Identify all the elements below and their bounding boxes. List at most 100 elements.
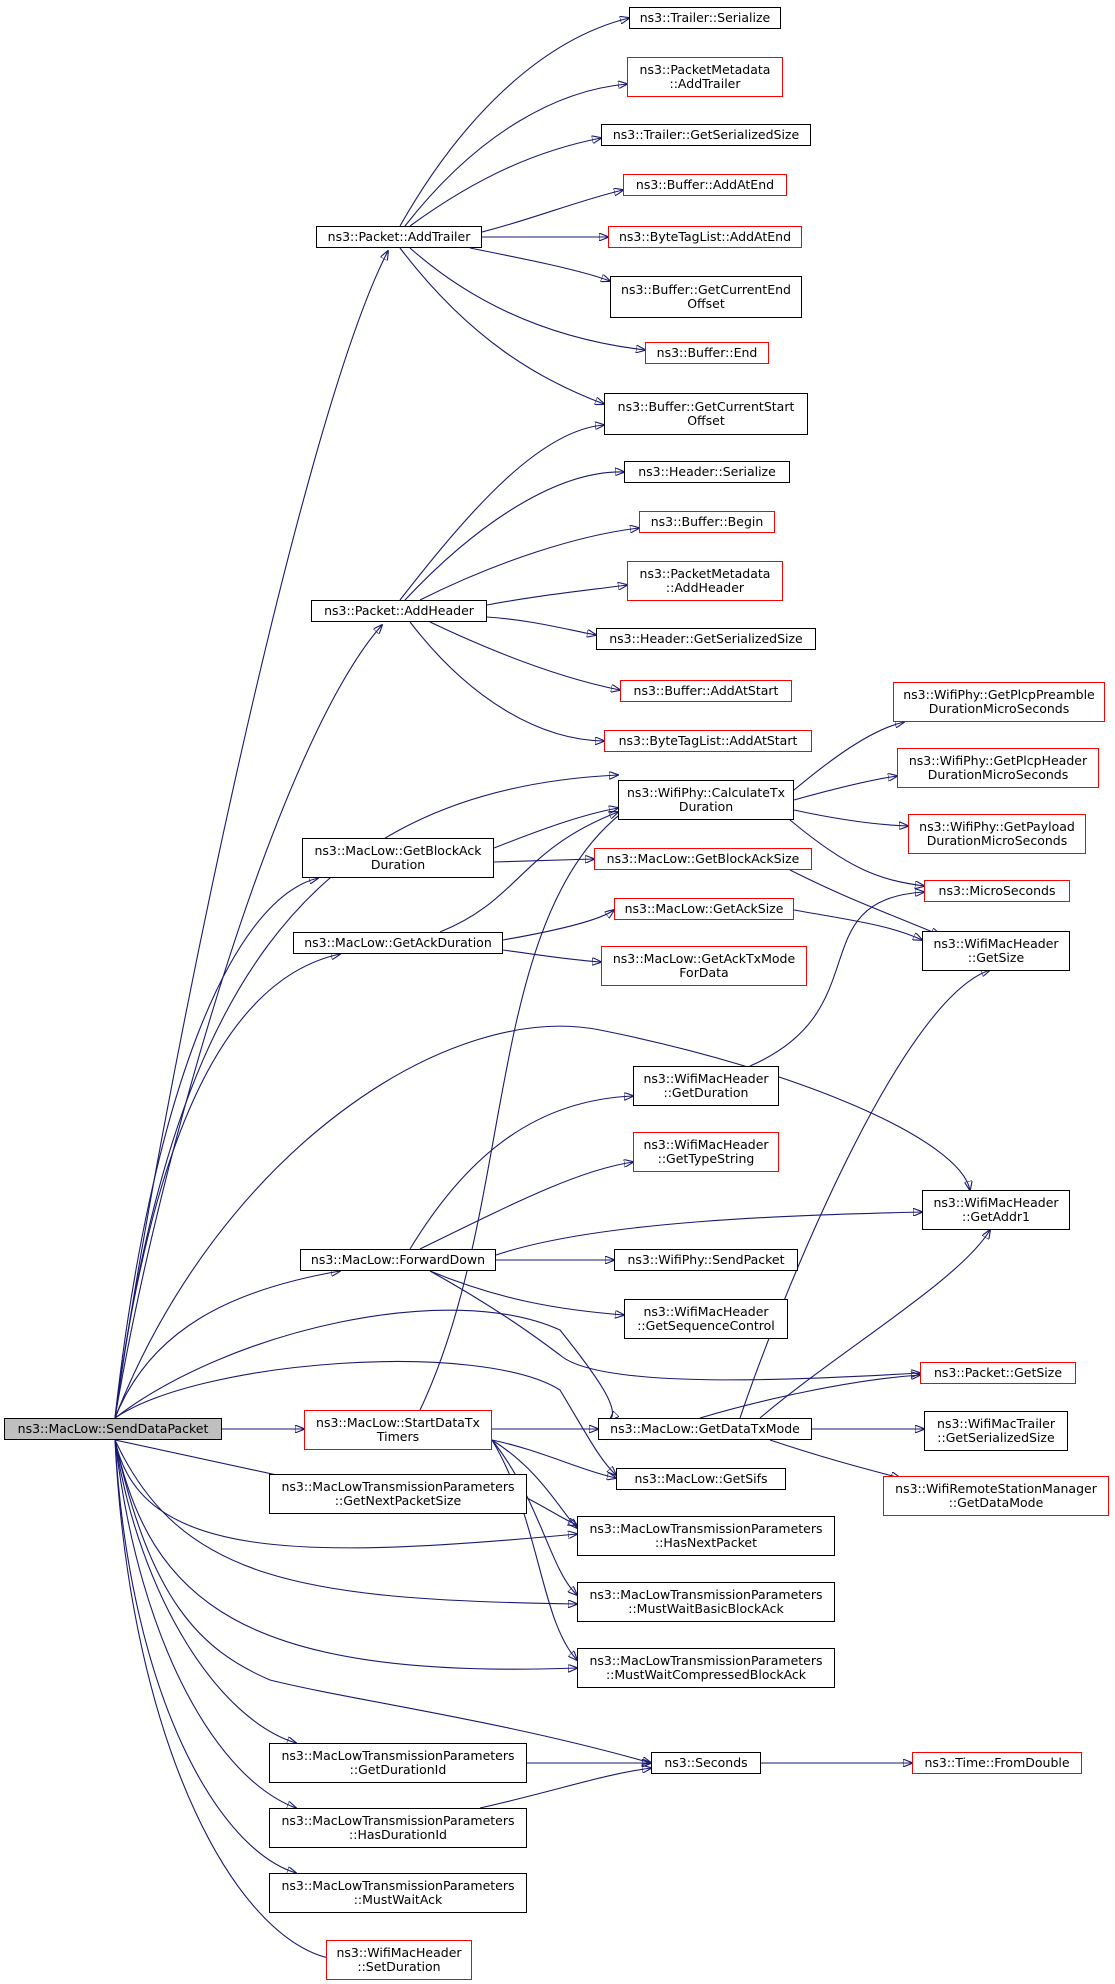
node-wifi-mac-header-set-duration[interactable]: ns3::WifiMacHeader ::SetDuration <box>326 1940 472 1980</box>
call-edge <box>469 247 610 281</box>
call-edge <box>429 1270 624 1315</box>
node-packet-metadata-add-trailer[interactable]: ns3::PacketMetadata ::AddTrailer <box>627 57 783 97</box>
node-mac-low-forward-down[interactable]: ns3::MacLow::ForwardDown <box>300 1249 496 1271</box>
node-byte-tag-list-add-at-end[interactable]: ns3::ByteTagList::AddAtEnd <box>608 226 802 248</box>
node-wifi-mac-header-get-addr1[interactable]: ns3::WifiMacHeader ::GetAddr1 <box>922 1190 1070 1230</box>
call-edge <box>493 808 618 849</box>
call-edge <box>409 1096 633 1250</box>
node-packet-metadata-add-header[interactable]: ns3::PacketMetadata ::AddHeader <box>627 561 783 601</box>
call-edge <box>481 190 623 233</box>
call-edge <box>493 859 594 862</box>
call-edge <box>114 1439 296 1873</box>
node-buffer-get-current-start-offset[interactable]: ns3::Buffer::GetCurrentStart Offset <box>604 393 808 435</box>
call-edge <box>114 1439 651 1763</box>
node-time-from-double[interactable]: ns3::Time::FromDouble <box>912 1752 1082 1774</box>
call-edge <box>399 425 604 601</box>
node-mac-low-get-ack-tx-mode[interactable]: ns3::MacLow::GetAckTxMode ForData <box>601 946 807 986</box>
node-mltp-get-duration-id[interactable]: ns3::MacLowTransmissionParameters ::GetD… <box>269 1743 527 1783</box>
node-send-data-packet[interactable]: ns3::MacLow::SendDataPacket <box>4 1418 222 1440</box>
call-edge <box>789 869 940 935</box>
call-edge <box>114 1271 340 1419</box>
call-edge <box>439 812 618 933</box>
node-packet-add-header[interactable]: ns3::Packet::AddHeader <box>311 600 487 622</box>
call-edge <box>114 954 340 1419</box>
node-trailer-get-serialized-size[interactable]: ns3::Trailer::GetSerializedSize <box>601 124 811 146</box>
node-mltp-must-wait-compressed-block-ack[interactable]: ns3::MacLowTransmissionParameters ::Must… <box>577 1648 835 1688</box>
call-edge <box>793 776 897 801</box>
node-wifi-phy-calculate-tx-duration[interactable]: ns3::WifiPhy::CalculateTx Duration <box>618 780 794 820</box>
call-edge <box>479 1768 651 1809</box>
call-edge <box>739 970 990 1419</box>
node-buffer-begin[interactable]: ns3::Buffer::Begin <box>639 511 775 533</box>
node-wifi-mac-trailer-get-serialized-size[interactable]: ns3::WifiMacTrailer ::GetSerializedSize <box>924 1411 1068 1451</box>
call-edge <box>793 909 922 940</box>
node-wifi-mac-header-get-type-string[interactable]: ns3::WifiMacHeader ::GetTypeString <box>633 1132 779 1172</box>
node-wifi-phy-get-plcp-preamble[interactable]: ns3::WifiPhy::GetPlcpPreamble DurationMi… <box>893 682 1105 722</box>
call-edge <box>495 1212 922 1256</box>
call-edge <box>429 621 620 690</box>
call-edge <box>491 1439 616 1478</box>
call-edge <box>486 616 596 635</box>
node-mac-low-get-data-tx-mode[interactable]: ns3::MacLow::GetDataTxMode <box>598 1418 812 1440</box>
call-edge <box>114 1439 577 1669</box>
call-edge <box>114 1439 296 1808</box>
node-packet-get-size[interactable]: ns3::Packet::GetSize <box>920 1362 1076 1384</box>
node-wifi-phy-get-payload[interactable]: ns3::WifiPhy::GetPayload DurationMicroSe… <box>908 814 1086 854</box>
call-edge <box>114 1439 300 1480</box>
call-edge <box>114 878 318 1419</box>
node-seconds[interactable]: ns3::Seconds <box>651 1752 761 1774</box>
call-edge <box>399 18 629 227</box>
call-edge <box>793 722 904 791</box>
call-edge <box>404 84 627 227</box>
call-edge <box>419 1162 633 1250</box>
call-edge <box>114 1025 970 1419</box>
node-wifi-mac-header-get-duration[interactable]: ns3::WifiMacHeader ::GetDuration <box>633 1066 779 1106</box>
call-edge <box>793 809 908 826</box>
call-edge <box>409 138 601 227</box>
node-wifi-phy-get-plcp-header[interactable]: ns3::WifiPhy::GetPlcpHeader DurationMicr… <box>897 748 1099 788</box>
node-wifi-phy-send-packet[interactable]: ns3::WifiPhy::SendPacket <box>614 1249 798 1271</box>
call-edge <box>789 819 924 886</box>
call-edge <box>486 585 627 606</box>
node-header-get-serialized-size[interactable]: ns3::Header::GetSerializedSize <box>596 628 816 650</box>
node-mac-low-get-block-ack-size[interactable]: ns3::MacLow::GetBlockAckSize <box>594 848 812 870</box>
call-edge <box>769 1439 900 1478</box>
call-edge <box>399 247 604 404</box>
node-wifi-remote-station-manager-get-data-mode[interactable]: ns3::WifiRemoteStationManager ::GetDataM… <box>883 1476 1109 1516</box>
node-trailer-serialize[interactable]: ns3::Trailer::Serialize <box>629 7 781 29</box>
node-wifi-mac-header-get-size[interactable]: ns3::WifiMacHeader ::GetSize <box>922 931 1070 971</box>
call-edge <box>114 775 618 1419</box>
node-mac-low-start-data-tx-timers[interactable]: ns3::MacLow::StartDataTx Timers <box>304 1410 492 1450</box>
call-edge <box>114 251 388 1419</box>
node-mltp-must-wait-ack[interactable]: ns3::MacLowTransmissionParameters ::Must… <box>269 1873 527 1913</box>
node-mltp-must-wait-basic-block-ack[interactable]: ns3::MacLowTransmissionParameters ::Must… <box>577 1582 835 1622</box>
node-mltp-has-next-packet[interactable]: ns3::MacLowTransmissionParameters ::HasN… <box>577 1516 835 1556</box>
call-edge <box>114 625 382 1419</box>
node-mac-low-get-block-ack-duration[interactable]: ns3::MacLow::GetBlockAck Duration <box>302 838 494 878</box>
node-micro-seconds[interactable]: ns3::MicroSeconds <box>924 880 1070 902</box>
node-buffer-add-at-start[interactable]: ns3::Buffer::AddAtStart <box>620 680 792 702</box>
node-buffer-add-at-end[interactable]: ns3::Buffer::AddAtEnd <box>623 174 787 196</box>
node-buffer-get-current-end-offset[interactable]: ns3::Buffer::GetCurrentEnd Offset <box>610 276 802 318</box>
node-buffer-end[interactable]: ns3::Buffer::End <box>645 342 769 364</box>
call-edge <box>491 1439 577 1595</box>
node-packet-add-trailer[interactable]: ns3::Packet::AddTrailer <box>316 226 482 248</box>
call-edge <box>404 472 624 601</box>
call-edge <box>114 1439 577 1604</box>
node-mltp-get-next-packet-size[interactable]: ns3::MacLowTransmissionParameters ::GetN… <box>269 1474 527 1514</box>
call-edge <box>429 1270 920 1381</box>
call-edge <box>502 910 614 941</box>
node-mac-low-get-ack-size[interactable]: ns3::MacLow::GetAckSize <box>614 898 794 920</box>
node-header-serialize[interactable]: ns3::Header::Serialize <box>624 461 790 483</box>
node-mac-low-get-sifs[interactable]: ns3::MacLow::GetSifs <box>616 1468 786 1490</box>
node-mltp-has-duration-id[interactable]: ns3::MacLowTransmissionParameters ::HasD… <box>269 1808 527 1848</box>
call-edge <box>409 621 604 741</box>
call-edge <box>114 1361 616 1475</box>
node-byte-tag-list-add-at-start[interactable]: ns3::ByteTagList::AddAtStart <box>604 730 812 752</box>
node-mac-low-get-ack-duration[interactable]: ns3::MacLow::GetAckDuration <box>293 932 503 954</box>
node-wifi-mac-header-get-sequence-control[interactable]: ns3::WifiMacHeader ::GetSequenceControl <box>624 1299 788 1339</box>
call-edge <box>419 528 639 601</box>
call-edge <box>491 1439 577 1660</box>
